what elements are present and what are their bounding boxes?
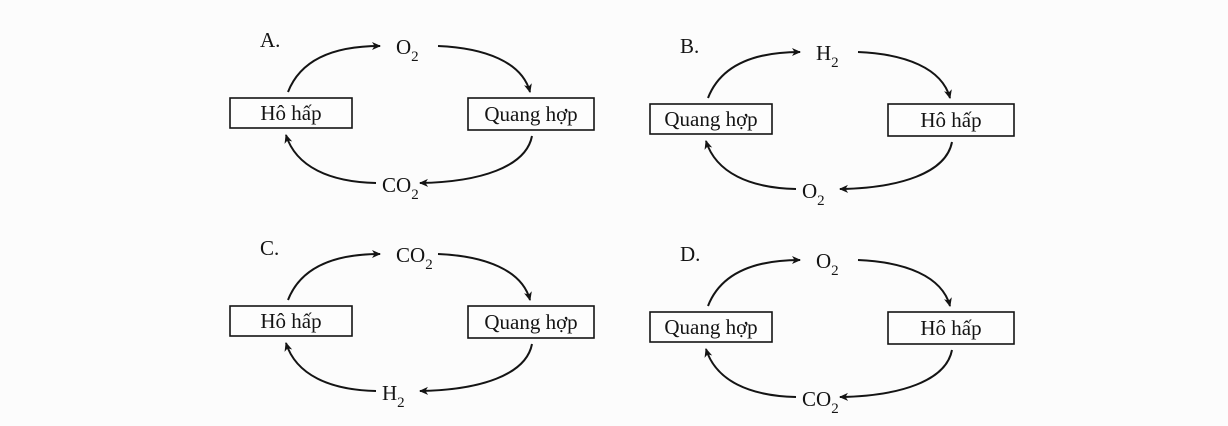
top-substance-base: O [396,35,411,59]
top-substance-label: H2 [816,41,839,71]
right-process-label: Quang hợp [484,102,577,126]
arrow-right-to-bottom [419,135,533,187]
arrow-bottom-to-left [704,140,797,190]
left-process-label: Quang hợp [664,315,757,339]
arrow-top-to-right [857,51,952,99]
option-letter: C. [260,236,279,260]
arrow-top-to-right [857,259,952,307]
left-process-label: Hô hấp [260,101,321,125]
arrow-left-to-top [287,250,381,301]
option-letter: A. [260,28,280,52]
top-substance-base: CO [396,243,425,267]
option-letter: B. [680,34,699,58]
left-process-label: Quang hợp [664,107,757,131]
right-process-box [887,311,1015,345]
bottom-substance-base: O [802,179,817,203]
bottom-substance-base: H [382,381,397,405]
right-process-label: Hô hấp [920,316,981,340]
arrow-bottom-to-left [284,342,377,392]
arrow-left-to-top [707,48,801,99]
arrow-left-to-top [287,42,381,93]
arrow-left-to-top [707,256,801,307]
left-process-box [229,97,353,129]
right-process-box [887,103,1015,137]
left-process-box [649,311,773,343]
option-letter: D. [680,242,700,266]
left-process-label: Hô hấp [260,309,321,333]
bottom-substance-base: CO [382,173,411,197]
bottom-substance-subscript: 2 [397,395,405,411]
top-substance-label: CO2 [396,243,433,273]
top-substance-subscript: 2 [831,263,839,279]
top-substance-base: H [816,41,831,65]
right-process-box [467,305,595,339]
top-substance-label: O2 [396,35,419,65]
arrow-bottom-to-left [704,348,797,398]
bottom-substance-label: O2 [802,179,825,209]
right-process-box [467,97,595,131]
bottom-substance-subscript: 2 [411,187,419,203]
top-substance-subscript: 2 [831,55,839,71]
bottom-substance-label: CO2 [382,173,419,203]
arrow-right-to-bottom [839,141,953,193]
arrow-right-to-bottom [839,349,953,401]
bottom-substance-subscript: 2 [817,193,825,209]
right-process-label: Quang hợp [484,310,577,334]
bottom-substance-label: H2 [382,381,405,411]
bottom-substance-label: CO2 [802,387,839,417]
arrow-right-to-bottom [419,343,533,395]
arrow-top-to-right [437,45,532,93]
top-substance-label: O2 [816,249,839,279]
top-substance-subscript: 2 [425,257,433,273]
right-process-label: Hô hấp [920,108,981,132]
top-substance-subscript: 2 [411,49,419,65]
left-process-box [649,103,773,135]
bottom-substance-subscript: 2 [831,401,839,417]
bottom-substance-base: CO [802,387,831,411]
arrow-top-to-right [437,253,532,301]
arrow-bottom-to-left [284,134,377,184]
left-process-box [229,305,353,337]
top-substance-base: O [816,249,831,273]
